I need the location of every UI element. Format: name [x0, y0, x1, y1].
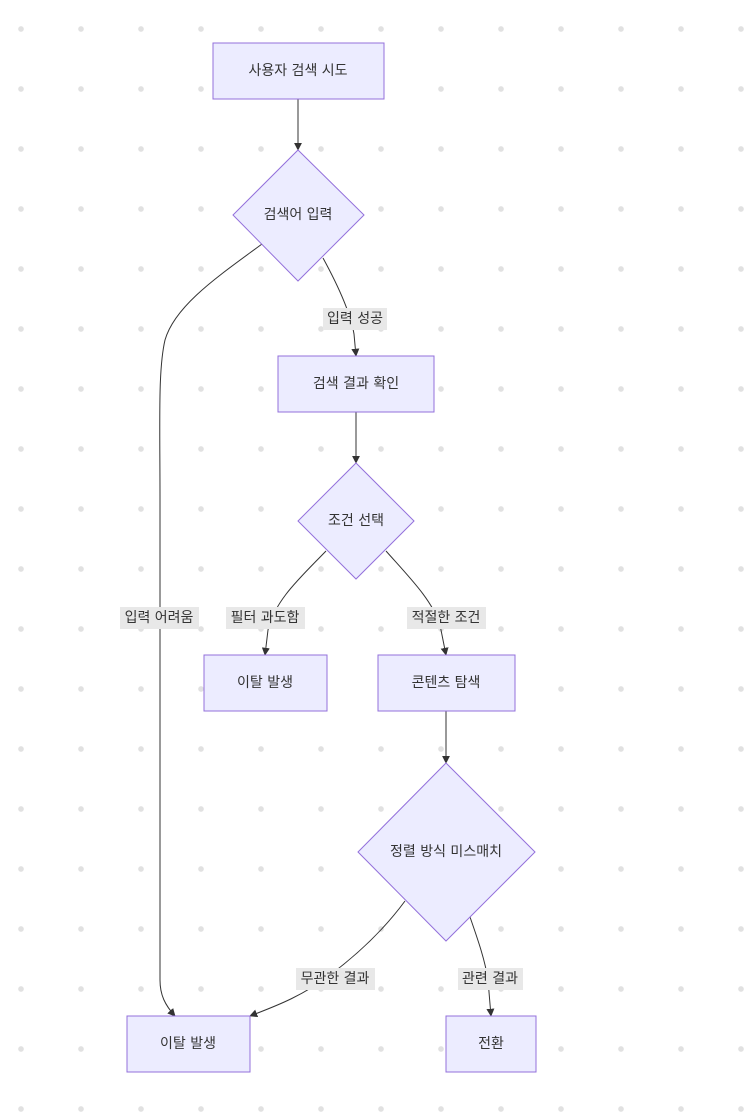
edge-label-input-hard: 입력 어려움: [125, 610, 194, 626]
node-exit2-label: 이탈 발생: [160, 1036, 216, 1052]
edge-sort-to-convert: [469, 916, 495, 1017]
node-explore: [377, 654, 516, 712]
node-explore-label: 콘텐츠 탐색: [412, 675, 481, 691]
node-sort-label: 정렬 방식 미스매치: [390, 844, 502, 860]
edge-label-proper-condition: 적절한 조건: [412, 610, 481, 626]
edge-label-bg-input-success: [323, 308, 387, 330]
node-start: [212, 42, 385, 100]
node-results: [277, 355, 435, 413]
edge-label-irrelevant: 무관한 결과: [301, 971, 370, 987]
node-convert: [445, 1015, 537, 1073]
node-input: [232, 149, 365, 282]
edge-label-bg-proper-condition: [407, 607, 486, 629]
edge-label-bg-input-hard: [120, 607, 199, 629]
node-results-label: 검색 결과 확인: [313, 376, 399, 392]
edge-label-bg-filter-excess: [226, 607, 305, 629]
edge-sort-to-exit2: [249, 900, 406, 1018]
node-sort: [357, 762, 536, 942]
edge-input-to-exit2: [159, 243, 263, 1017]
node-condition: [297, 462, 415, 580]
node-start-label: 사용자 검색 시도: [248, 63, 347, 79]
node-exit2: [126, 1015, 251, 1073]
node-input-label: 검색어 입력: [264, 207, 333, 223]
node-condition-label: 조건 선택: [328, 513, 384, 529]
edge-label-bg-irrelevant: [296, 968, 375, 990]
edge-label-bg-relevant: [458, 968, 523, 990]
edge-label-filter-excess: 필터 과도함: [231, 610, 300, 626]
edge-input-to-results: [322, 257, 360, 357]
edge-label-input-success: 입력 성공: [327, 311, 383, 327]
edge-condition-to-exit1: [261, 550, 327, 656]
edge-label-relevant: 관련 결과: [462, 971, 518, 987]
node-convert-label: 전환: [478, 1036, 504, 1052]
node-exit1: [203, 654, 328, 712]
edge-condition-to-explore: [385, 550, 449, 656]
node-exit1-label: 이탈 발생: [237, 675, 293, 691]
